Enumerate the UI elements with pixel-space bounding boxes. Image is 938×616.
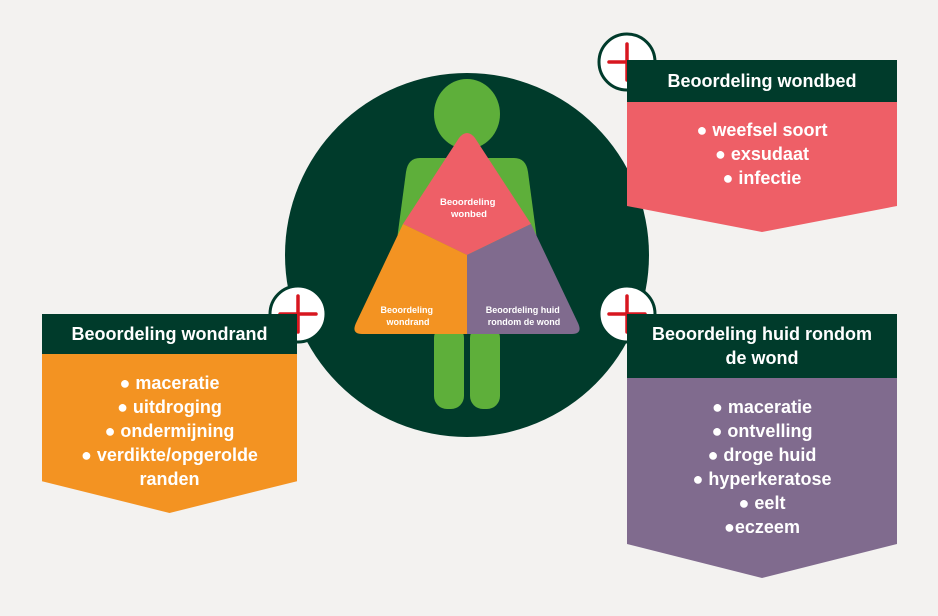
triangle-segment-wondrand [354, 224, 467, 334]
list-item: randen [139, 469, 200, 489]
triangle-label-huid-1: Beoordeling huid [486, 305, 560, 315]
panel-body-wondrand: ● maceratie ● uitdroging ● ondermijning … [42, 354, 297, 513]
triangle-segment-wondbed [403, 133, 531, 255]
panel-title-wondrand-text: Beoordeling wondrand [71, 324, 268, 344]
svg-text:Beoordeling huid rondom de: Beoordeling huid rondom de wond [486, 305, 563, 327]
list-item: ● maceratie [119, 373, 220, 393]
panel-title-huid: Beoordeling huid rondom de wond [627, 314, 897, 378]
list-item: ● ontvelling [711, 421, 813, 441]
triangle-label-wondrand-1: Beoordeling [380, 305, 433, 315]
triangle-label-wondbed-2: wonbed [450, 209, 487, 220]
triangle-label-wondbed-1: Beoordeling [440, 197, 496, 208]
panel-title-huid-line-1: Beoordeling huid rondom [652, 324, 872, 344]
list-item: ● exsudaat [715, 144, 809, 164]
list-item: ● maceratie [712, 397, 812, 417]
list-item: ●eczeem [724, 517, 800, 537]
triangle-label-huid-2: rondom de wond [488, 317, 561, 327]
list-item: ● eelt [738, 493, 786, 513]
list-item: ● hyperkeratose [692, 469, 832, 489]
list-item: ● ondermijning [104, 421, 235, 441]
panel-title-huid-line-2: de wond [725, 348, 799, 368]
triangle-segment-huid [467, 224, 580, 334]
list-item: ● verdikte/opgerolde [81, 445, 258, 465]
panel-title-wondbed-text: Beoordeling wondbed [667, 71, 857, 91]
svg-text:Beoordeling wonbed: Beoordeling wonbed [440, 197, 498, 220]
list-item: ● weefsel soort [696, 120, 828, 140]
panel-body-huid: ● maceratie ● ontvelling ● droge huid ● … [627, 378, 897, 578]
svg-text:Beoordeling wondrand: Beoordeling wondrand [380, 305, 435, 327]
assessment-triangle [354, 133, 580, 334]
panel-body-wondbed: ● weefsel soort ● exsudaat ● infectie [627, 102, 897, 232]
list-item: ● infectie [722, 168, 802, 188]
panel-title-wondbed: Beoordeling wondbed [627, 60, 897, 102]
panel-title-wondrand: Beoordeling wondrand [42, 314, 297, 354]
list-item: ● uitdroging [117, 397, 222, 417]
list-item: ● droge huid [707, 445, 817, 465]
triangle-label-wondrand-2: wondrand [386, 317, 430, 327]
